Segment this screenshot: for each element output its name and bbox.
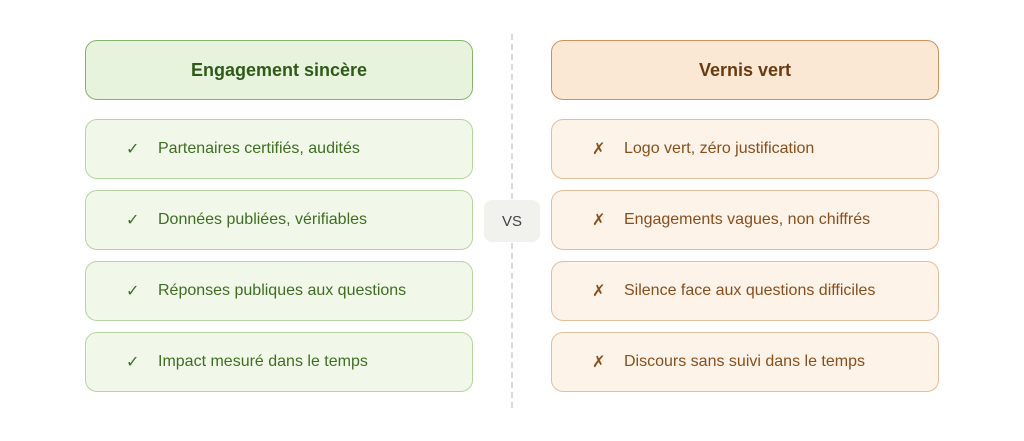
veneer-item-label: Logo vert, zéro justification <box>624 140 815 157</box>
vs-label: VS <box>501 212 522 230</box>
veneer-item-2: ✗ Engagements vagues, non chiffrés <box>551 190 939 250</box>
veneer-item-label: Engagements vagues, non chiffrés <box>624 211 871 228</box>
veneer-item-label: Silence face aux questions difficiles <box>624 282 876 299</box>
sincere-item-3: ✓ Réponses publiques aux questions <box>85 261 473 321</box>
check-icon: ✓ <box>126 141 140 158</box>
cross-icon: ✗ <box>592 141 606 158</box>
green-veneer-header: Vernis vert <box>551 40 939 100</box>
sincere-item-label: Réponses publiques aux questions <box>158 282 407 299</box>
check-icon: ✓ <box>126 283 140 300</box>
veneer-item-4: ✗ Discours sans suivi dans le temps <box>551 332 939 392</box>
check-icon: ✓ <box>126 212 140 229</box>
vs-badge: VS <box>484 200 540 242</box>
sincere-item-2: ✓ Données publiées, vérifiables <box>85 190 473 250</box>
sincere-item-1: ✓ Partenaires certifiés, audités <box>85 119 473 179</box>
cross-icon: ✗ <box>592 212 606 229</box>
veneer-item-label: Discours sans suivi dans le temps <box>624 353 865 370</box>
check-icon: ✓ <box>126 354 140 371</box>
veneer-item-1: ✗ Logo vert, zéro justification <box>551 119 939 179</box>
sincere-item-4: ✓ Impact mesuré dans le temps <box>85 332 473 392</box>
sincere-engagement-title: Engagement sincère <box>190 59 368 80</box>
sincere-item-label: Données publiées, vérifiables <box>158 211 368 228</box>
sincere-engagement-header: Engagement sincère <box>85 40 473 100</box>
sincere-item-label: Impact mesuré dans le temps <box>158 353 368 370</box>
green-veneer-title: Vernis vert <box>698 59 792 80</box>
cross-icon: ✗ <box>592 354 606 371</box>
veneer-item-3: ✗ Silence face aux questions difficiles <box>551 261 939 321</box>
sincere-item-label: Partenaires certifiés, audités <box>158 140 360 157</box>
cross-icon: ✗ <box>592 283 606 300</box>
